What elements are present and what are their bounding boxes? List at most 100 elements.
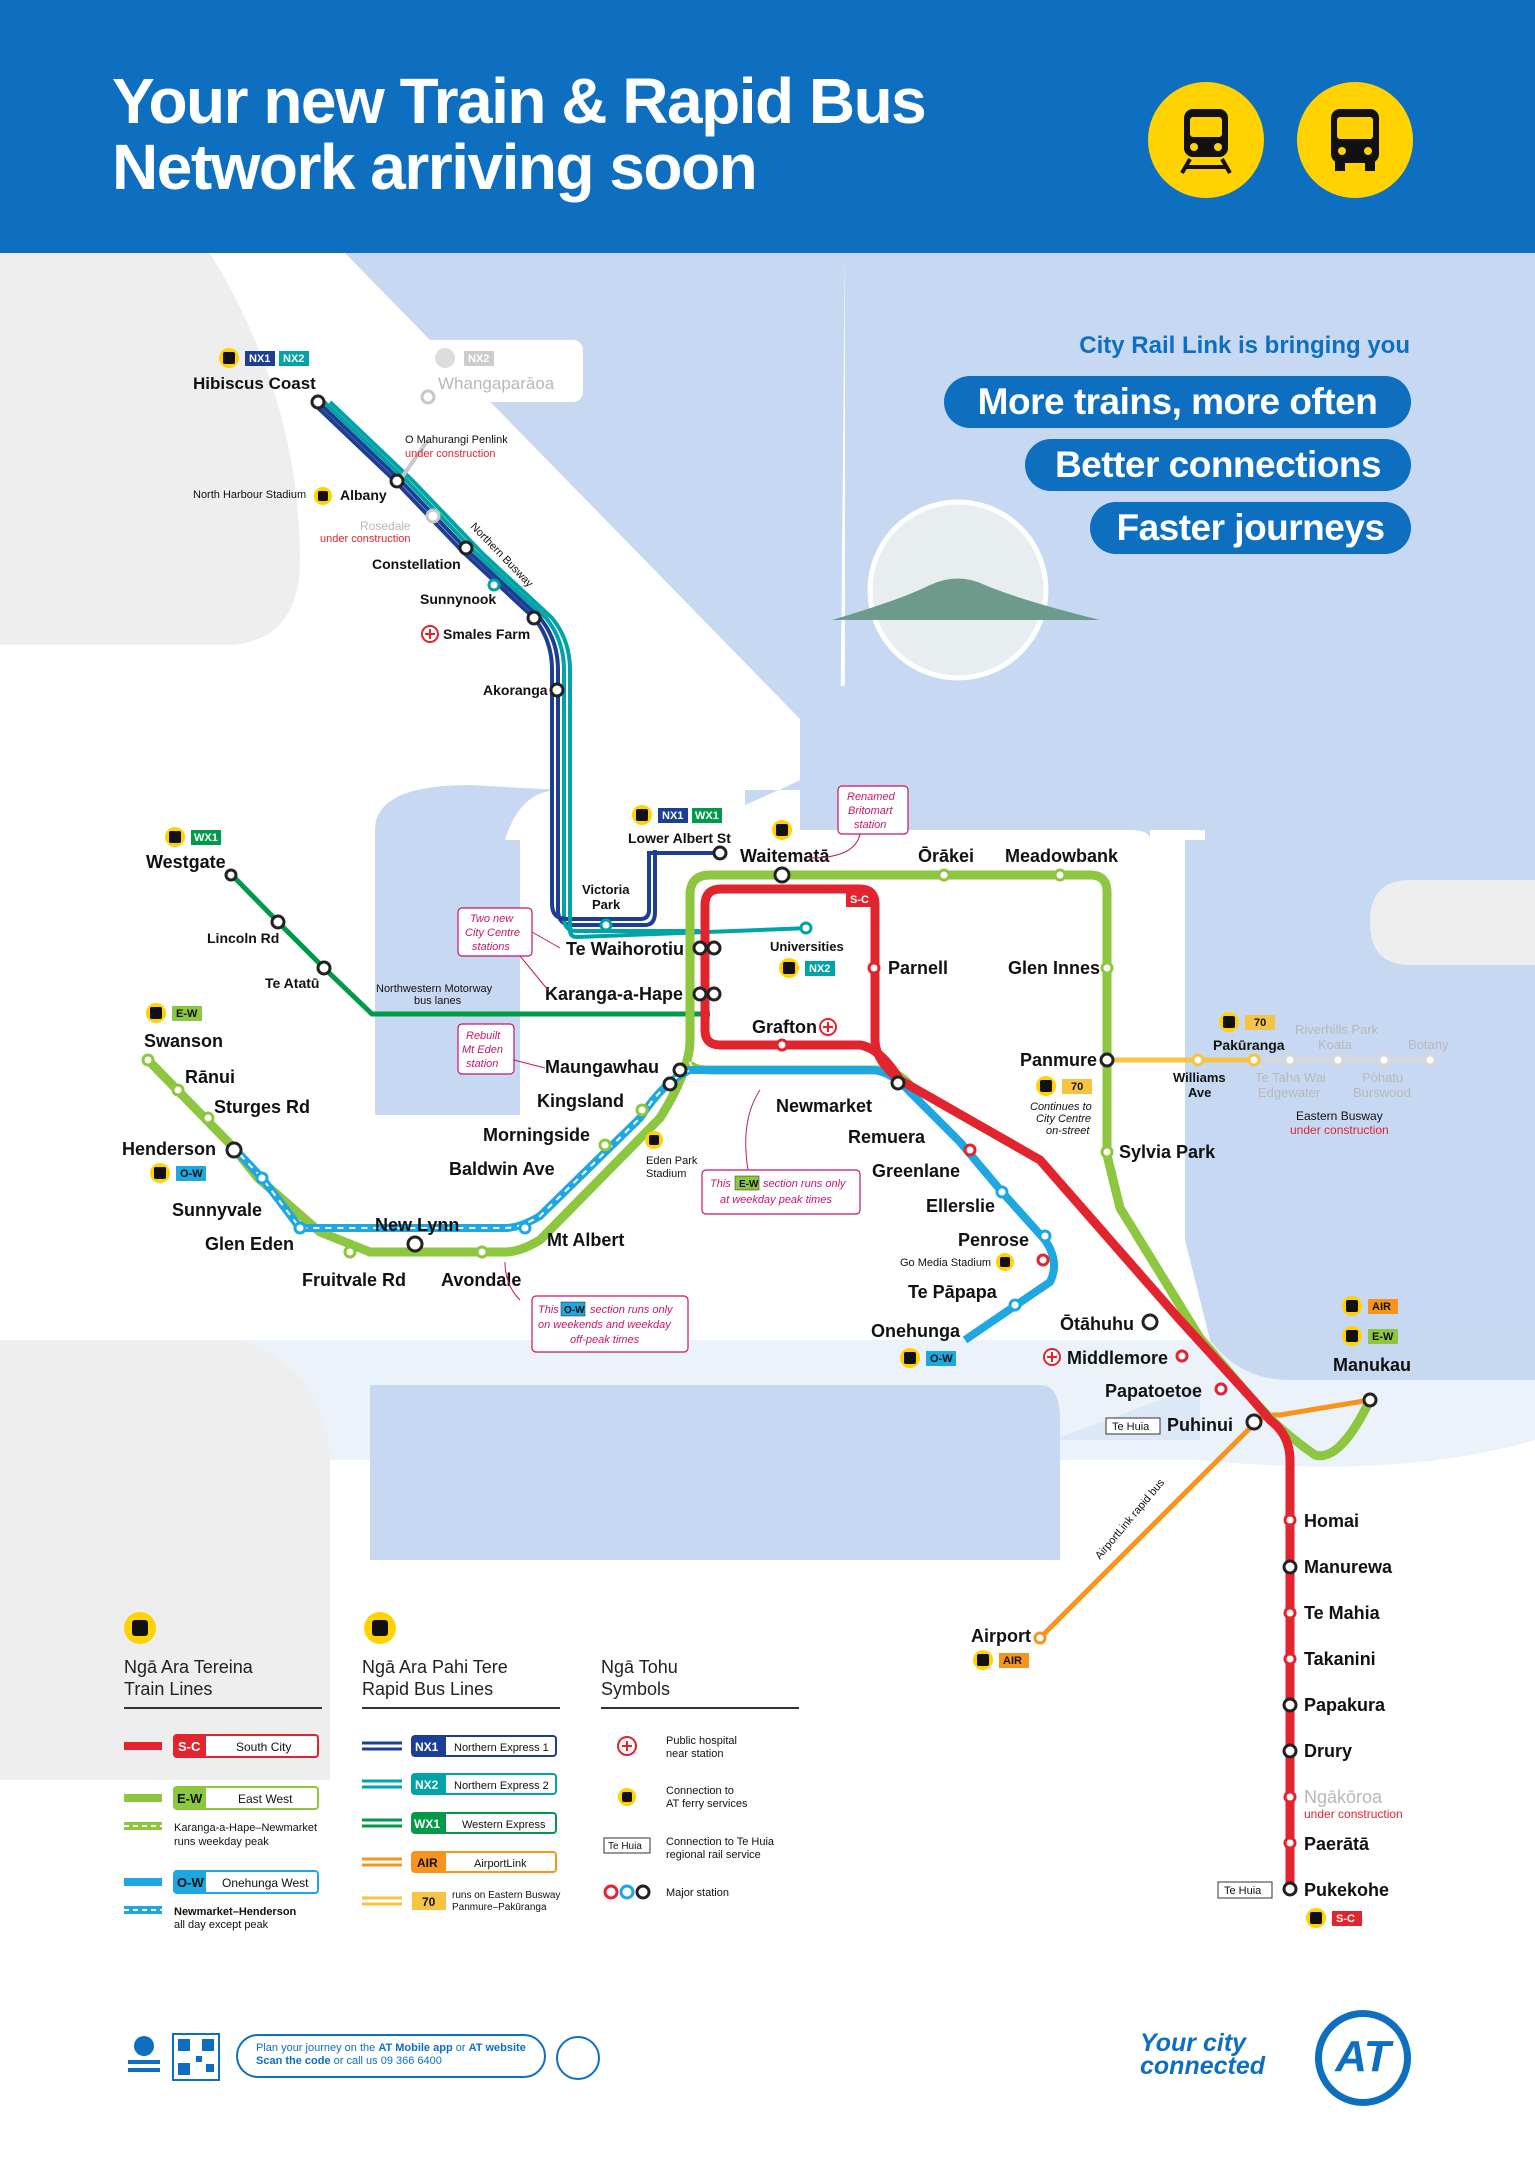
label-smales-farm: Smales Farm [443, 626, 530, 642]
station-middlemore[interactable] [1175, 1349, 1189, 1363]
station-mt-albert[interactable] [518, 1221, 532, 1235]
station-avondale[interactable] [475, 1245, 489, 1259]
station-grafton[interactable] [775, 1038, 789, 1052]
station-meadowbank[interactable] [1053, 868, 1067, 882]
station-maungawhau[interactable] [672, 1062, 688, 1078]
tagline-line-1: Your city [1140, 2029, 1247, 2057]
station-glen-innes[interactable] [1100, 961, 1114, 975]
station-williams-ave[interactable] [1191, 1053, 1205, 1067]
station-newmarket[interactable] [890, 1075, 906, 1091]
station-victoria-park[interactable] [599, 918, 613, 932]
station-fruitvale-rd[interactable] [343, 1245, 357, 1259]
station-remuera[interactable] [963, 1143, 977, 1157]
station-orakei[interactable] [937, 868, 951, 882]
station-penrose[interactable] [1036, 1253, 1050, 1267]
bus-icon [1297, 82, 1413, 198]
callout-ow-1: section runs only [590, 1304, 674, 1316]
station-ngakoroa[interactable] [1283, 1790, 1297, 1804]
plan-scan: Scan the code [256, 2055, 331, 2067]
title-line-1: Your new Train & Rapid Bus [112, 65, 927, 137]
label-botany: Botany [1408, 1037, 1449, 1052]
station-lincoln-rd[interactable] [270, 914, 286, 930]
label-eastern-busway-construction: under construction [1290, 1123, 1389, 1137]
station-ranui[interactable] [171, 1083, 185, 1097]
station-otahuhu[interactable] [1141, 1313, 1159, 1331]
label-te-taha-1: Te Taha Wai [1255, 1070, 1326, 1085]
station-rosedale[interactable] [425, 508, 441, 524]
station-hibiscus-coast[interactable] [310, 394, 326, 410]
station-te-taha-wai[interactable] [1283, 1053, 1297, 1067]
legend-tehuia-badge: Te Huia [608, 1841, 642, 1852]
station-pakuranga[interactable] [1247, 1053, 1261, 1067]
station-swanson[interactable] [141, 1053, 155, 1067]
station-waitemata[interactable] [773, 866, 791, 884]
station-new-lynn[interactable] [406, 1235, 424, 1253]
station-sunnyvale[interactable] [255, 1171, 269, 1185]
station-glen-eden[interactable] [293, 1221, 307, 1235]
station-constellation[interactable] [458, 540, 474, 556]
station-baldwin-ave[interactable] [598, 1138, 612, 1152]
legend-hospital-2: near station [666, 1748, 723, 1760]
station-albany[interactable] [389, 473, 405, 489]
station-markers [141, 389, 1437, 1897]
station-sylvia-park[interactable] [1100, 1145, 1114, 1159]
station-papakura[interactable] [1282, 1697, 1298, 1713]
station-puhinui[interactable] [1245, 1413, 1263, 1431]
title-line-2: Network arriving soon [112, 131, 758, 203]
tagline: Your city connected [1140, 2029, 1265, 2079]
label-glen-innes: Glen Innes [1008, 958, 1100, 978]
station-paerata[interactable] [1283, 1836, 1297, 1850]
station-morningside[interactable] [635, 1103, 649, 1117]
station-sunnynook[interactable] [487, 578, 501, 592]
station-papatoetoe[interactable] [1214, 1382, 1228, 1396]
station-panmure[interactable] [1099, 1052, 1115, 1068]
station-te-mahia[interactable] [1283, 1606, 1297, 1620]
station-westgate[interactable] [224, 868, 238, 882]
station-whangaparaoa[interactable] [420, 389, 436, 405]
legend-ow-note-1: Newmarket–Henderson [174, 1906, 297, 1918]
station-universities[interactable] [799, 921, 813, 935]
callout-rebuilt-2: Mt Eden [462, 1044, 503, 1056]
station-homai[interactable] [1283, 1513, 1297, 1527]
station-henderson[interactable] [225, 1141, 243, 1159]
station-greenlane[interactable] [995, 1185, 1009, 1199]
label-kingsland: Kingsland [537, 1091, 624, 1111]
label-new-lynn: New Lynn [375, 1215, 459, 1235]
label-universities: Universities [770, 939, 844, 954]
station-sturges-rd[interactable] [201, 1111, 215, 1125]
station-smales-farm[interactable] [526, 610, 542, 626]
station-takanini[interactable] [1283, 1652, 1297, 1666]
badge-air-manukau: AIR [1372, 1301, 1391, 1313]
callout-ew-badge: E-W [739, 1179, 759, 1190]
badge-nx2: NX2 [283, 353, 304, 365]
crl-pill-3: Faster journeys [1090, 502, 1411, 554]
label-baldwin-ave: Baldwin Ave [449, 1159, 555, 1179]
station-botany[interactable] [1423, 1053, 1437, 1067]
label-papatoetoe: Papatoetoe [1105, 1381, 1202, 1401]
plan-web-link[interactable]: AT website [468, 2042, 526, 2054]
station-te-waihorotiu[interactable] [692, 940, 708, 956]
label-victoria-2: Park [592, 897, 621, 912]
station-drury[interactable] [1282, 1743, 1298, 1759]
station-karangahape[interactable] [692, 986, 708, 1002]
label-paerata: Paerātā [1304, 1834, 1370, 1854]
station-pukekohe[interactable] [1282, 1881, 1298, 1897]
station-te-atatu[interactable] [316, 960, 332, 976]
station-te-papapa[interactable] [1008, 1298, 1022, 1312]
label-ngakoroa: Ngākōroa [1304, 1787, 1383, 1807]
plan-journey-box[interactable]: Plan your journey on the AT Mobile app o… [236, 2034, 546, 2078]
station-pohatu[interactable] [1377, 1053, 1391, 1067]
station-manukau[interactable] [1362, 1392, 1378, 1408]
station-koata[interactable] [1331, 1053, 1345, 1067]
badge-ew-manukau: E-W [1372, 1331, 1394, 1343]
station-ellerslie[interactable] [1038, 1229, 1052, 1243]
plan-app-link[interactable]: AT Mobile app [378, 2042, 453, 2054]
label-ngakoroa-construction: under construction [1304, 1807, 1403, 1821]
station-manurewa[interactable] [1282, 1559, 1298, 1575]
station-akoranga[interactable] [549, 682, 565, 698]
station-kingsland[interactable] [662, 1076, 678, 1092]
station-parnell[interactable] [867, 961, 881, 975]
station-lower-albert-st[interactable] [712, 845, 728, 861]
station-airport[interactable] [1033, 1631, 1047, 1645]
